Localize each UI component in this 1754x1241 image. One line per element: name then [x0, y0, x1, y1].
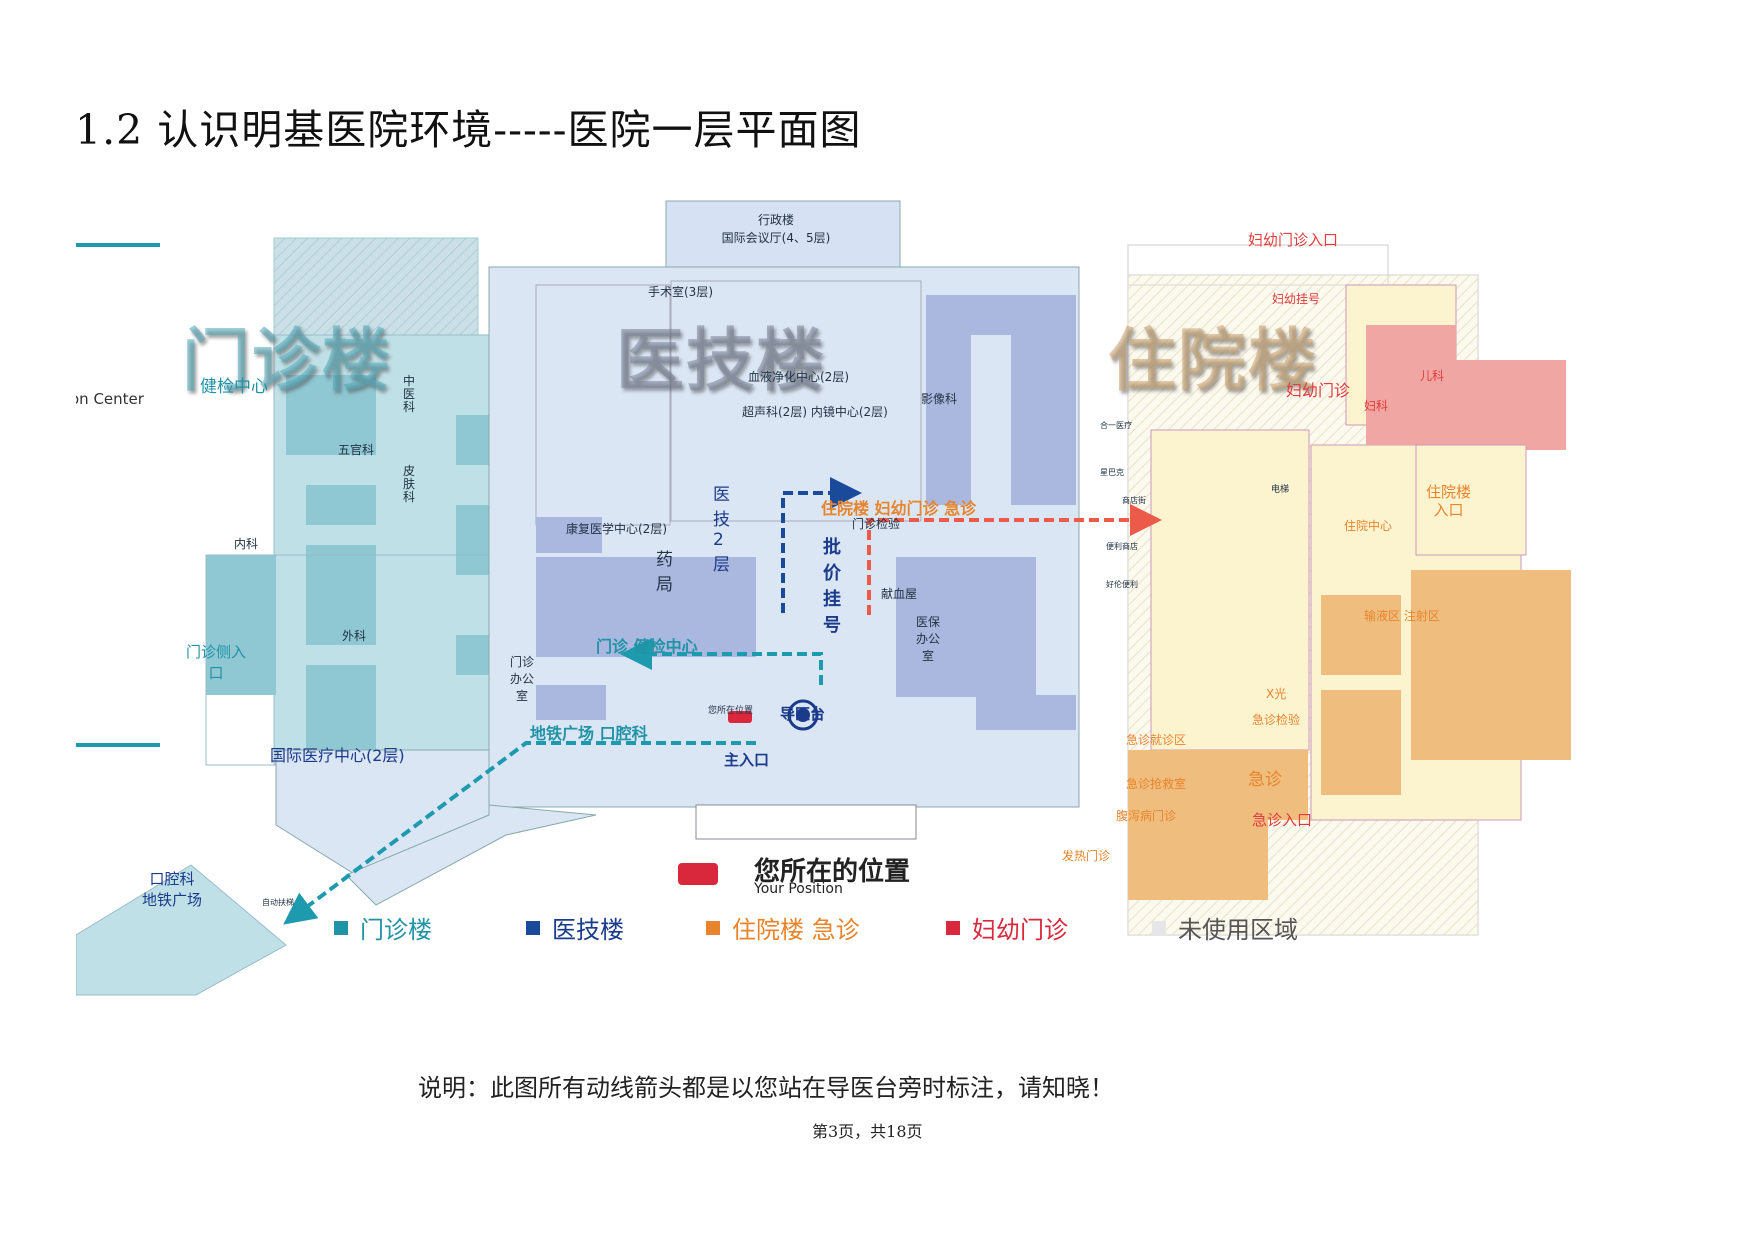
- surgery-label: 外科: [342, 629, 367, 643]
- intl-center-label: 国际医疗中心(2层): [270, 746, 405, 765]
- page-title: 1.2 认识明基医院环境-----医院一层平面图: [75, 106, 862, 154]
- legend-item-outpatient: 门诊楼: [334, 910, 432, 945]
- internal-label: 内科: [234, 537, 259, 551]
- your-position-small-label: 您所在位置: [708, 706, 754, 716]
- dental-metro-label: 口腔科 地铁广场: [142, 870, 203, 909]
- medtech-building-label: 医技楼: [616, 322, 827, 401]
- escalator-label: 自动扶梯: [262, 898, 294, 907]
- shop-4-label: 便利商店: [1106, 542, 1138, 551]
- legend-item-inpatient: 住院楼 急诊: [706, 910, 860, 945]
- blood-draw-label: 献血屋: [881, 587, 918, 601]
- elevator-label: 电梯: [1271, 485, 1290, 495]
- pricing-label: 批价挂号: [823, 537, 841, 636]
- mch-clinic-label: 妇幼门诊: [1286, 381, 1351, 400]
- route-inpatient-label: 住院楼 妇幼门诊 急诊: [821, 499, 977, 518]
- er-consult-label: 急诊就诊区: [1126, 733, 1187, 747]
- er-rescue-label: 急诊抢救室: [1126, 777, 1187, 791]
- legend-label: 未使用区域: [1178, 916, 1298, 944]
- medtech2f-label: 医技2层: [713, 485, 730, 575]
- position-marker-swatch: [678, 863, 718, 885]
- mch-registration-label: 妇幼挂号: [1272, 292, 1321, 306]
- blood-label: 血液净化中心(2层): [748, 370, 849, 384]
- inpatient-building-label: 住院楼: [1108, 322, 1319, 401]
- er-label: 急诊: [1248, 770, 1282, 790]
- infusion-label: 输液区 注射区: [1364, 609, 1440, 623]
- imaging-label: 影像科: [921, 392, 958, 406]
- mch-entrance-label: 妇幼门诊入口: [1248, 231, 1339, 249]
- outpatient-side-entrance-label: 门诊侧入口: [186, 643, 247, 682]
- outpatient-office-label: 门诊办公室: [509, 655, 534, 703]
- legend-label: 住院楼 急诊: [732, 916, 860, 944]
- gynecology-label: 妇科: [1364, 399, 1389, 413]
- ent-label: 五官科: [338, 443, 375, 457]
- rehab-label: 康复医学中心(2层): [566, 522, 667, 536]
- legend-item-unused: 未使用区域: [1152, 910, 1298, 945]
- ultrasound-label: 超声科(2层) 内镜中心(2层): [742, 405, 888, 419]
- shop-2-label: 星巴克: [1100, 468, 1124, 477]
- position-legend-en: Your Position: [754, 881, 843, 897]
- edge-label: on Center: [76, 390, 144, 408]
- route-outpatient-label: 门诊 健检中心: [596, 637, 698, 656]
- inpatient-center-label: 住院中心: [1344, 519, 1393, 533]
- page-number: 第3页，共18页: [812, 1122, 923, 1141]
- legend-label: 医技楼: [552, 916, 624, 944]
- inpatient-entrance-label: 住院楼 入口: [1426, 483, 1472, 519]
- er-entrance-label: 急诊入口: [1252, 811, 1313, 829]
- shop-5-label: 好伦便利: [1106, 580, 1138, 589]
- floor-plan-shapes: [76, 200, 1571, 996]
- outpatient-building-label: 门诊楼: [182, 322, 393, 401]
- legend-swatch: [526, 920, 540, 935]
- legend-item-medtech: 医技楼: [526, 910, 624, 945]
- main-entrance-label: 主入口: [724, 751, 770, 769]
- guide-desk-label: 导医台: [780, 705, 826, 723]
- diarrhea-label: 腹泻病门诊: [1116, 809, 1177, 823]
- legend-swatch: [706, 920, 720, 935]
- legend-swatch: [946, 920, 960, 935]
- checkup-center-label: 健检中心: [200, 377, 268, 397]
- pediatrics-label: 儿科: [1420, 369, 1445, 383]
- insurance-label: 医保办公室: [915, 615, 940, 663]
- er-lab-label: 急诊检验: [1252, 713, 1301, 727]
- legend-label: 妇幼门诊: [972, 916, 1068, 944]
- tcm-label: 中医科: [403, 374, 416, 415]
- legend-label: 门诊楼: [360, 916, 432, 944]
- surgery-room-label: 手术室(3层): [648, 285, 713, 299]
- legend-swatch: [1152, 920, 1166, 935]
- shop-3-label: 商店街: [1122, 496, 1146, 505]
- floor-plan-map: 门诊楼 医技楼 住院楼 on Center 健检中心 中医科 五官科 皮肤科 内…: [76, 175, 1676, 1115]
- admin-label: 行政楼 国际会议厅(4、5层): [721, 213, 831, 245]
- route-metro-label: 地铁广场 口腔科: [530, 724, 648, 743]
- shop-1-label: 合一医疗: [1100, 421, 1132, 430]
- dermatology-label: 皮肤科: [403, 464, 416, 505]
- fever-label: 发热门诊: [1062, 849, 1111, 863]
- map-note: 说明：此图所有动线箭头都是以您站在导医台旁时标注，请知晓！: [418, 1074, 1114, 1102]
- outpatient-lab-label: 门诊检验: [852, 517, 901, 531]
- pharmacy-label: 药局: [656, 550, 673, 595]
- legend-item-mch: 妇幼门诊: [946, 910, 1068, 945]
- xray-label: X光: [1266, 687, 1287, 701]
- position-legend-zh: 您所在的位置: [754, 857, 911, 887]
- legend-swatch: [334, 920, 348, 935]
